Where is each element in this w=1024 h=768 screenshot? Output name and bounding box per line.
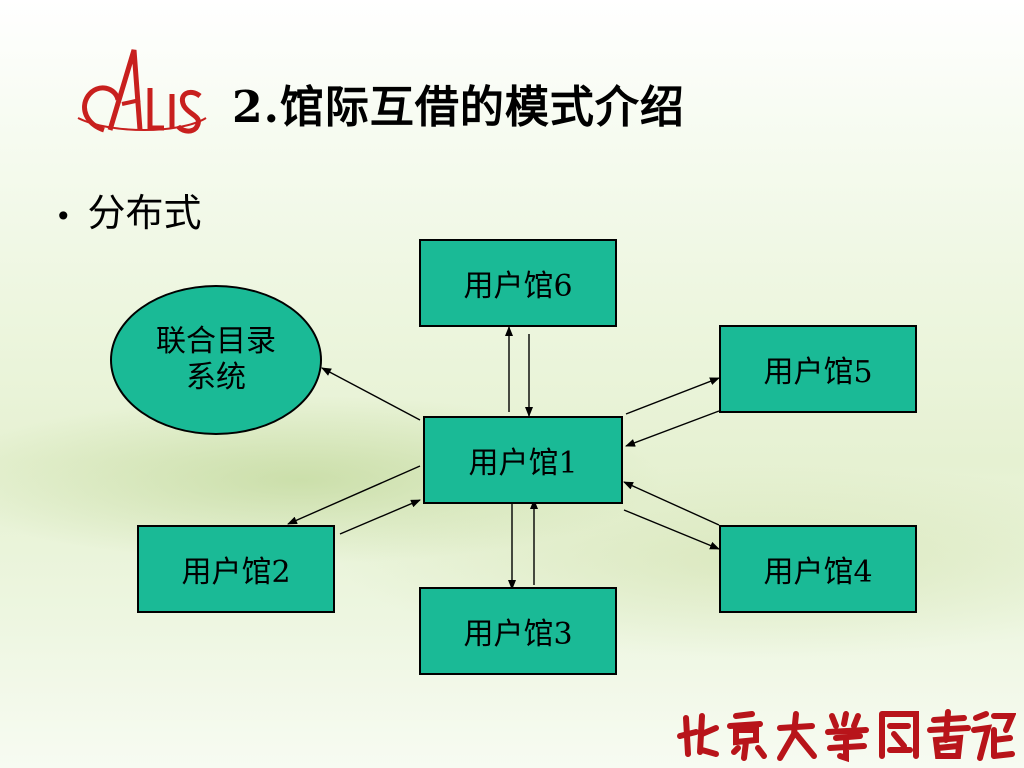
node-lib6: 用户馆6 (419, 239, 617, 327)
arrow-lib4-to-lib1 (623, 481, 720, 526)
node-lib4: 用户馆4 (719, 525, 917, 613)
node-lib2: 用户馆2 (137, 525, 335, 613)
arrow-lib1-to-lib5 (625, 377, 720, 415)
node-lib3: 用户馆3 (419, 587, 617, 675)
arrow-lib5-to-lib1 (625, 410, 720, 447)
bullet-dot-icon: • (55, 199, 72, 233)
arrow-lib2-to-lib1 (339, 499, 421, 535)
calis-logo (77, 49, 207, 134)
bullet-text: 分布式 (87, 191, 202, 235)
union-catalog-line2: 系统 (186, 360, 246, 395)
peking-university-library-calligraphy (677, 709, 1016, 763)
arrow-lib1-to-lib2 (287, 465, 421, 525)
page-title: 2.馆际互借的模式介绍 (232, 82, 685, 133)
node-lib1: 用户馆1 (423, 416, 623, 504)
union-catalog-node: 联合目录 系统 (110, 285, 322, 435)
union-catalog-line1: 联合目录 (156, 324, 276, 359)
node-lib5: 用户馆5 (719, 325, 917, 413)
arrow-lib1-to-catalog (321, 367, 421, 421)
arrow-lib1-to-lib4 (623, 509, 720, 550)
bullet-item: • 分布式 (55, 188, 202, 242)
